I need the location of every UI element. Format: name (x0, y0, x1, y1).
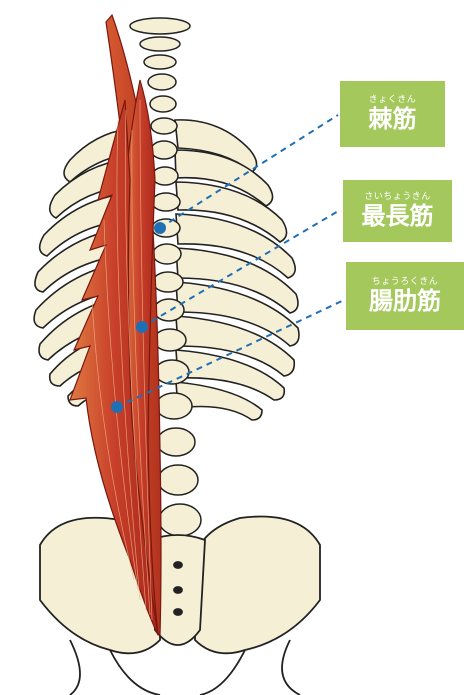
label-name: 腸肋筋 (369, 287, 441, 315)
label-spinalis: きょくきん 棘筋 (340, 81, 445, 147)
dot-kyoku (154, 222, 166, 234)
label-name: 棘筋 (369, 105, 417, 133)
label-iliocostalis: ちょうろくきん 腸肋筋 (346, 262, 464, 330)
dot-chorokin (111, 401, 123, 413)
dot-saicho (136, 321, 148, 333)
pelvis (40, 517, 320, 695)
label-longissimus: さいちょうきん 最長筋 (343, 180, 452, 242)
label-name: 最長筋 (362, 202, 434, 230)
